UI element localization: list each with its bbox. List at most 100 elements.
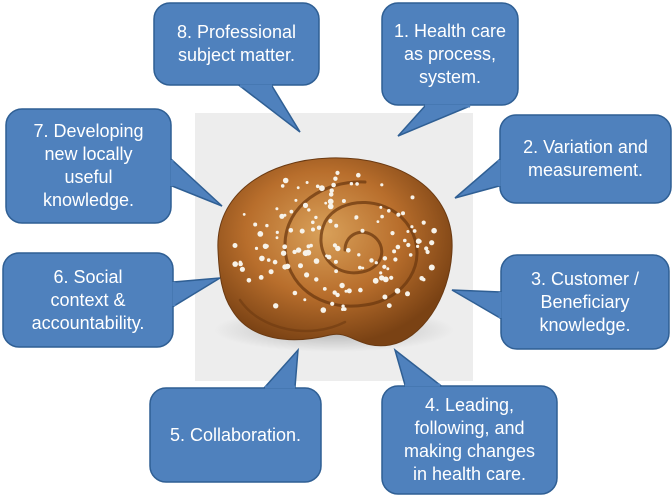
sugar-pearl — [405, 291, 410, 297]
sugar-pearl — [393, 257, 398, 262]
sugar-pearl — [242, 213, 246, 216]
callout-tail-1 — [397, 105, 471, 137]
sugar-pearl — [390, 231, 395, 236]
callout-box-4 — [381, 385, 558, 495]
sugar-pearl — [259, 255, 265, 262]
sugar-pearl — [292, 249, 297, 255]
sugar-pearl — [425, 249, 430, 255]
callout-2-variation-measurement: 2. Variation and measurement. — [499, 114, 672, 204]
sugar-pearl — [311, 220, 315, 225]
sugar-pearl — [332, 243, 337, 248]
sugar-pearl — [379, 275, 385, 281]
sugar-pearl — [333, 259, 338, 264]
sugar-pearl — [412, 229, 417, 233]
sugar-pearl — [428, 264, 435, 271]
sugar-pearl — [282, 244, 288, 250]
pearl-sugar-icon — [232, 170, 437, 313]
callout-3-text: 3. Customer / Beneficiary knowledge. — [530, 268, 640, 335]
sugar-pearl — [341, 199, 346, 203]
sugar-pearl — [357, 253, 361, 257]
sugar-pearl — [232, 243, 238, 248]
sugar-pearl — [379, 271, 383, 275]
sugar-pearl — [275, 236, 279, 240]
sugar-pearl — [273, 303, 279, 309]
sugar-pearl — [346, 248, 351, 253]
callout-bubble-6 — [2, 252, 221, 348]
callout-8-text: 8. Professional subject matter. — [176, 22, 297, 65]
sugar-pearl — [421, 220, 426, 225]
sugar-pearl — [380, 214, 384, 219]
sugar-pearl — [360, 228, 365, 233]
sugar-pearl — [328, 192, 334, 197]
sugar-pearl — [382, 264, 387, 269]
sugar-pearl — [254, 246, 259, 250]
sugar-pearl — [334, 223, 339, 228]
callout-bubble-1 — [381, 2, 519, 137]
sugar-pearl — [253, 222, 258, 227]
sugar-pearl — [306, 244, 311, 249]
sugar-pearl — [265, 223, 269, 228]
sugar-pearl — [322, 287, 327, 291]
callout-bubble-3 — [451, 254, 670, 350]
sugar-pearl — [307, 208, 311, 212]
sugar-pearl — [418, 239, 422, 243]
sugar-pearl — [333, 176, 338, 181]
callout-7-developing-knowledge: 7. Developing new locally useful knowled… — [5, 108, 172, 224]
sugar-pearl — [361, 266, 365, 270]
callout-8-professional-subject: 8. Professional subject matter. — [153, 2, 320, 86]
sugar-pearl — [387, 209, 391, 213]
sugar-pearl — [257, 231, 264, 237]
sugar-pearl — [358, 265, 362, 270]
sugar-pearl — [295, 247, 302, 253]
callout-bubble-8 — [153, 2, 320, 133]
sugar-pearl — [292, 290, 298, 296]
callout-bubble-5 — [149, 347, 322, 483]
callout-tail-2 — [454, 158, 500, 199]
sugar-pearl — [355, 182, 359, 186]
sugar-pearl — [406, 230, 410, 233]
sugar-pearl — [358, 287, 363, 293]
callout-tail-7 — [171, 158, 223, 207]
sugar-pearl — [374, 261, 378, 265]
sugar-pearl — [280, 184, 285, 188]
sugar-pearl — [289, 209, 294, 214]
sugar-pearl — [376, 220, 380, 224]
sugar-pearl — [334, 269, 338, 274]
callout-box-8 — [153, 2, 320, 86]
callout-5-text: 5. Collaboration. — [169, 424, 302, 445]
sugar-pearl — [275, 230, 279, 234]
sugar-pearl — [410, 195, 415, 200]
sugar-pearl — [372, 277, 379, 284]
callout-tail-8 — [237, 85, 301, 133]
sugar-pearl — [288, 228, 294, 233]
sugar-pearl — [319, 185, 325, 192]
sugar-pearl — [380, 183, 384, 187]
sugar-pearl — [424, 246, 429, 251]
sugar-pearl — [305, 249, 312, 256]
sugar-pearl — [279, 213, 285, 219]
sugar-pearl — [272, 259, 278, 265]
sugar-pearl — [305, 181, 309, 184]
callout-4-text: 4. Leading, following, and making change… — [403, 395, 536, 484]
sugar-pearl — [313, 258, 320, 264]
sugar-pearl — [341, 304, 345, 308]
sugar-pearl — [325, 254, 329, 258]
sugar-pearl — [389, 275, 394, 280]
sugar-pearl — [327, 203, 334, 210]
sugar-pearl — [342, 307, 347, 311]
sugar-pearl — [316, 225, 322, 230]
sugar-pearl — [262, 243, 268, 249]
sugar-pearl — [403, 238, 407, 243]
sugar-pearl — [327, 198, 334, 205]
sugar-pearl — [410, 225, 414, 229]
callout-2-text: 2. Variation and measurement. — [523, 137, 648, 180]
sugar-pearl — [246, 278, 252, 283]
sugar-pearl — [294, 198, 298, 202]
sugar-pearl — [275, 207, 279, 211]
sugar-pearl — [379, 205, 383, 209]
sugar-pearl — [268, 269, 274, 275]
sugar-pearl — [431, 227, 437, 234]
